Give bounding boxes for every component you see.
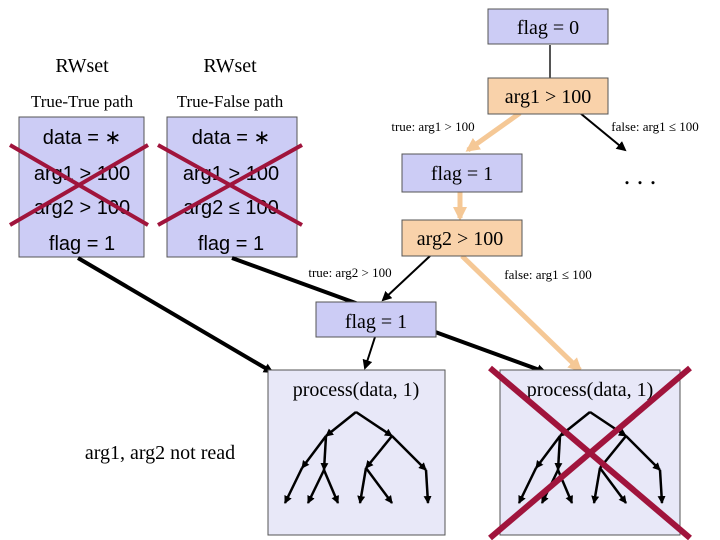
rwset-line: arg2 ≤ 100 [183, 197, 279, 219]
edge-arg2-true [381, 255, 431, 302]
execution-tree-icon [283, 410, 432, 504]
node-flag-1-mid: flag = 1 [315, 301, 437, 338]
edge-label-true-arg1: true: arg1 > 100 [391, 119, 474, 134]
note-args-not-read: arg1, arg2 not read [85, 442, 235, 464]
edge-arg2-false [460, 254, 583, 373]
node-flag-0: flag = 0 [487, 8, 609, 45]
process-label: process(data, 1) [527, 379, 654, 401]
path-label-true-true: True-True path [31, 92, 134, 111]
svg-text:flag = 1: flag = 1 [431, 163, 493, 185]
rwset-line: arg1 > 100 [183, 163, 279, 185]
cross-out-mark [488, 365, 692, 540]
edge-arg1-false [579, 112, 627, 152]
arrow-rwset1-to-process-left [76, 256, 274, 374]
path-label-true-false: True-False path [177, 92, 284, 111]
edge-arg1-true [465, 110, 522, 153]
rwset-line: flag = 1 [198, 233, 264, 255]
rwset-line: data = ∗ [192, 127, 270, 149]
rwset-line: data = ∗ [43, 127, 121, 149]
rwset-box-true-true: data = ∗ arg1 > 100 arg2 > 100 flag = 1 [8, 116, 150, 258]
ellipsis-more-paths: . . . [624, 161, 657, 190]
edge-label-true-arg2: true: arg2 > 100 [308, 265, 391, 280]
node-arg2-condition: arg2 > 100 [401, 219, 523, 257]
process-label: process(data, 1) [293, 379, 420, 401]
process-box-left: process(data, 1) [267, 369, 446, 536]
node-arg1-condition: arg1 > 100 [487, 77, 609, 115]
process-box-right: process(data, 1) [488, 365, 692, 540]
svg-text:flag = 1: flag = 1 [345, 311, 407, 333]
cross-out-mark [157, 143, 303, 227]
rwset-header-2: RWset [203, 55, 257, 77]
rwset-box-true-false: data = ∗ arg1 > 100 arg2 ≤ 100 flag = 1 [157, 116, 303, 258]
cross-out-mark [8, 143, 150, 227]
execution-tree-icon [517, 410, 666, 504]
svg-text:arg1 > 100: arg1 > 100 [505, 86, 591, 108]
edge-label-false-arg2: false: arg1 ≤ 100 [504, 267, 591, 282]
edge-label-false-arg1: false: arg1 ≤ 100 [611, 119, 698, 134]
svg-text:flag = 0: flag = 0 [517, 17, 579, 39]
edge-flag1-to-process [362, 336, 376, 370]
node-flag-1-top: flag = 1 [401, 153, 523, 193]
rwset-line: flag = 1 [49, 233, 115, 255]
rwset-header-1: RWset [55, 55, 109, 77]
svg-text:arg2 > 100: arg2 > 100 [417, 228, 503, 250]
